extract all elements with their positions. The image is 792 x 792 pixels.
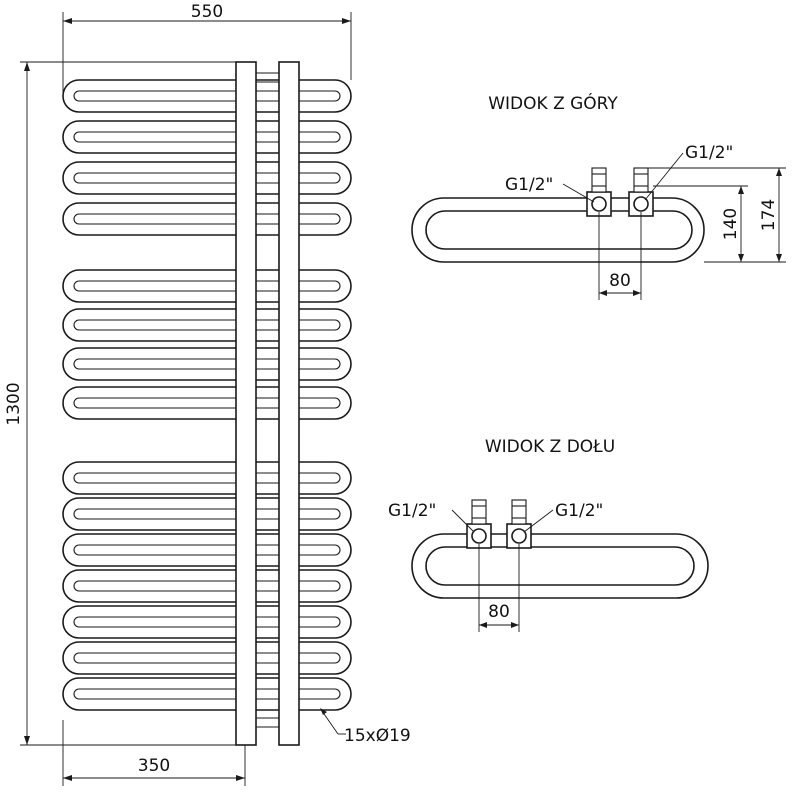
width-dimension: 550 — [62, 2, 352, 96]
tube-loop — [62, 569, 352, 603]
tube-loop-inner — [73, 472, 341, 484]
bottom-connection-left-label: G1/2" — [388, 501, 436, 521]
tube-loop-inner — [73, 508, 341, 520]
bottom-left-pipe — [471, 528, 487, 544]
width-label: 550 — [191, 2, 223, 22]
bottom-valve-left — [471, 499, 487, 525]
tube-loop — [62, 605, 352, 639]
tube-loop-inner — [73, 688, 341, 700]
bottom-view-loop-outer — [411, 533, 709, 599]
bottom-width-label: 350 — [138, 756, 170, 776]
bottom-right-pipe — [511, 528, 527, 544]
tube-loop — [62, 120, 352, 154]
tube-loop — [62, 461, 352, 495]
top-view-loop-outer — [411, 197, 705, 263]
top-valve-left — [591, 167, 607, 193]
tube-loop — [62, 533, 352, 567]
tube-loop — [62, 308, 352, 342]
tube-loop-inner — [73, 280, 341, 292]
bottom-view-title: WIDOK Z DOŁU — [485, 437, 615, 457]
tube-loop — [62, 641, 352, 675]
tube-loop — [62, 347, 352, 381]
tube-loop-inner — [73, 319, 341, 331]
tube-loop-inner — [73, 652, 341, 664]
top-view-title: WIDOK Z GÓRY — [488, 92, 618, 114]
tube-callout: 15xØ19 — [320, 708, 411, 746]
tube-loop — [62, 269, 352, 303]
bottom-valve-right — [511, 499, 527, 525]
top-depth-label: 140 — [721, 208, 741, 240]
heating-tubes — [62, 79, 352, 711]
top-view: WIDOK Z GÓRY G1/2" G1/2" 80 — [411, 92, 786, 300]
top-right-pipe — [633, 196, 649, 212]
top-connection-left-label: G1/2" — [505, 175, 553, 195]
tube-loop-inner — [73, 580, 341, 592]
tube-loop-inner — [73, 90, 341, 102]
height-label: 1300 — [4, 382, 24, 425]
bottom-connection-right-label: G1/2" — [555, 501, 603, 521]
bottom-view-loop-inner — [425, 546, 695, 586]
tube-loop — [62, 161, 352, 195]
bottom-spacing-label: 80 — [488, 602, 510, 622]
tube-loop — [62, 677, 352, 711]
top-left-pipe — [591, 196, 607, 212]
top-view-loop-inner — [425, 210, 693, 250]
tube-count-label: 15xØ19 — [344, 726, 411, 746]
tube-loop — [62, 497, 352, 531]
height-dimension: 1300 — [4, 61, 240, 746]
top-valve-right — [633, 167, 649, 193]
collectors — [235, 61, 300, 746]
tube-loop-inner — [73, 213, 341, 225]
top-total-depth-label: 174 — [759, 199, 779, 231]
tube-loop-inner — [73, 397, 341, 409]
tube-loop-inner — [73, 544, 341, 556]
top-spacing-label: 80 — [609, 271, 631, 291]
tube-loop-inner — [73, 131, 341, 143]
bottom-view: WIDOK Z DOŁU G1/2" G1/2" 80 — [388, 437, 709, 632]
tube-loop — [62, 386, 352, 420]
tube-loop-inner — [73, 358, 341, 370]
front-view: 550 1300 350 — [4, 2, 411, 786]
tube-loop — [62, 79, 352, 113]
top-connection-right-label: G1/2" — [685, 143, 733, 163]
tube-loop-inner — [73, 172, 341, 184]
bottom-dimension: 350 — [62, 720, 246, 786]
tube-loop — [62, 202, 352, 236]
tube-loop-inner — [73, 616, 341, 628]
